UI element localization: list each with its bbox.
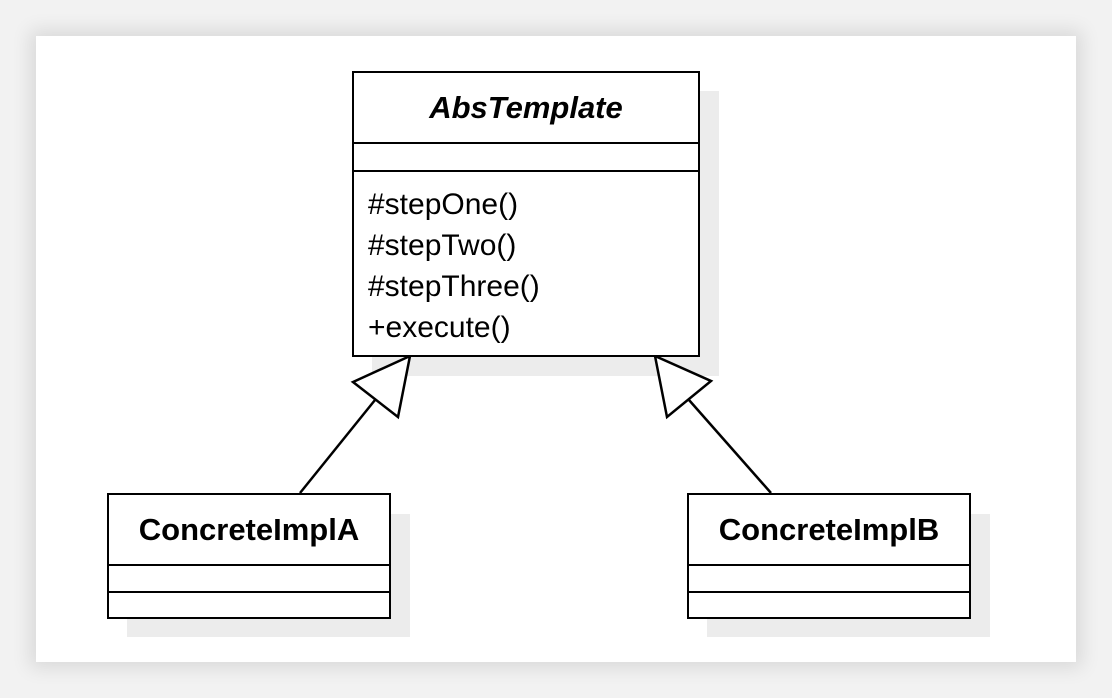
abs-template-class-name: AbsTemplate bbox=[354, 73, 698, 144]
operation-execute: +execute() bbox=[368, 311, 511, 344]
concrete-impl-a-attributes-compartment bbox=[109, 566, 389, 593]
abs-template-class[interactable]: AbsTemplate #stepOne() #stepTwo() #stepT… bbox=[352, 71, 700, 357]
generalization-line-b[interactable] bbox=[688, 399, 772, 494]
operation-step-three: #stepThree() bbox=[368, 270, 540, 303]
concrete-impl-b-attributes-compartment bbox=[689, 566, 969, 593]
generalization-arrowhead-b bbox=[653, 353, 714, 420]
concrete-impl-a-class-name: ConcreteImplA bbox=[109, 495, 389, 566]
generalization-line-a[interactable] bbox=[299, 399, 376, 494]
concrete-impl-a-operations-compartment bbox=[109, 593, 389, 617]
abs-template-attributes-compartment bbox=[354, 144, 698, 172]
concrete-impl-b-class-name: ConcreteImplB bbox=[689, 495, 969, 566]
concrete-impl-b-operations-compartment bbox=[689, 593, 969, 617]
concrete-impl-b-class[interactable]: ConcreteImplB bbox=[687, 493, 971, 619]
operation-step-two: #stepTwo() bbox=[368, 229, 517, 262]
concrete-impl-a-class[interactable]: ConcreteImplA bbox=[107, 493, 391, 619]
operation-step-one: #stepOne() bbox=[368, 188, 519, 221]
abs-template-operations-compartment: #stepOne() #stepTwo() #stepThree() +exec… bbox=[354, 172, 698, 355]
generalization-arrowhead-a bbox=[350, 353, 412, 420]
